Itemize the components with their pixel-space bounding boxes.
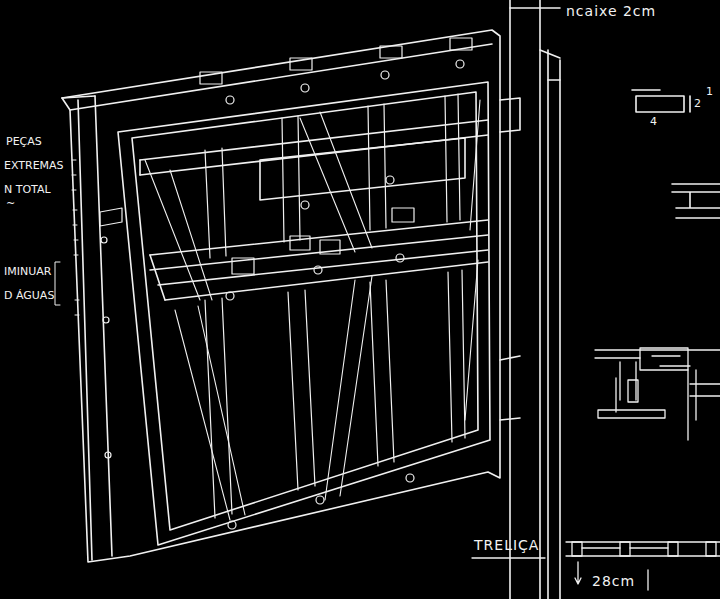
dimension-label: 4 <box>650 116 657 128</box>
note-label: D ÁGUAS <box>4 290 54 302</box>
note-label: ncaixe 2cm <box>566 4 656 19</box>
dimension-label: 28cm <box>592 574 635 589</box>
note-label: EXTREMAS <box>4 160 64 172</box>
dimension-label: 1 <box>706 86 713 98</box>
note-label: PEÇAS <box>6 136 42 148</box>
note-label: IMINUAR <box>4 266 51 278</box>
dimension-label: 2 <box>694 98 701 110</box>
title-label: TRELIÇA <box>474 538 539 553</box>
note-label: ~ <box>6 198 15 210</box>
note-label: N TOTAL <box>4 184 51 196</box>
